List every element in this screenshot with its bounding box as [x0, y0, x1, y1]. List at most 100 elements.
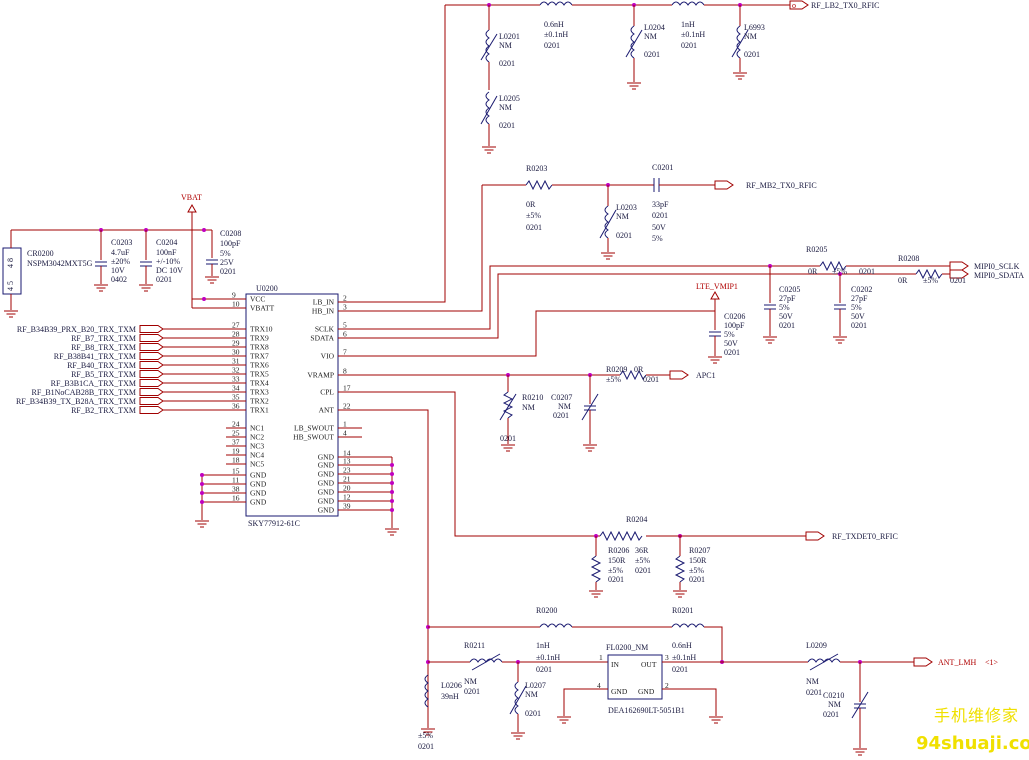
ic-pin-number: 27 [232, 321, 240, 330]
c0208-voltage: 25V [220, 258, 234, 267]
trx-port-flag: RF_B40_TRX_TXM [67, 361, 226, 370]
ic-pin-name: TRX6 [250, 361, 269, 370]
r0205-size: 0201 [859, 267, 875, 276]
trx-port-flag: RF_B8_TRX_TXM [71, 343, 226, 352]
c0206-capacitor: C0206 100pF 5% 50V 0201 [707, 312, 745, 364]
fl0200-gnd1: GND [611, 687, 628, 696]
c0205-size: 0201 [779, 321, 795, 330]
l0203-inductor: L0203 NM 0201 [599, 185, 637, 260]
r0211-value: NM [464, 677, 477, 686]
mipi-sclk-net: MIPI0_SCLK [974, 262, 1020, 271]
ic-pin-right: 2LB_IN [313, 294, 362, 307]
ic-pin-number: 4 [343, 429, 347, 438]
ic-pin-number: 13 [343, 457, 351, 466]
ltop2-value: 1nH [681, 20, 695, 29]
l0209-value: NM [806, 677, 819, 686]
ic-part-number: SKY77912-61C [248, 519, 300, 528]
ic-pin-number: 6 [343, 330, 347, 339]
c0208-capacitor: C0208 100pF 5% 25V 0201 [204, 229, 241, 284]
ic-pin-left: 27 TRX10 [226, 321, 273, 334]
l0204-ref: L0204 [644, 23, 665, 32]
l0209-size: 0201 [806, 688, 822, 697]
ic-pin-number: 22 [343, 402, 351, 411]
r0203-value: 0R [526, 200, 536, 209]
r0211-ref: R0211 [464, 641, 485, 650]
trx-port-flag: RF_B34B39_PRX_B20_TRX_TXM [17, 325, 226, 334]
c0201-value: 33pF [652, 200, 669, 209]
ic-pin-name: GND [250, 480, 267, 489]
ic-pin-number: 11 [232, 476, 239, 485]
ic-pin-number: 14 [343, 449, 351, 458]
ic-pin-number: 28 [232, 330, 240, 339]
trx-port-flag: RF_B1NoCAB28B_TRX_TXM [32, 388, 226, 397]
ic-pin-number: 8 [343, 367, 347, 376]
r0205-ref: R0205 [806, 245, 827, 254]
ant-sheet-ref: <1> [985, 658, 999, 667]
ic-pin-number: 38 [232, 485, 240, 494]
ic-pin-left: 11 GND [202, 476, 267, 489]
l0207-ref: L0207 [525, 681, 546, 690]
ic-pin-number: 1 [343, 420, 347, 429]
ic-pin-name: NC5 [250, 460, 264, 469]
c0206-size: 0201 [724, 348, 740, 357]
trx-port-flag: RF_B7_TRX_TXM [71, 334, 226, 343]
ic-pin-left: 18 NC5 [226, 456, 264, 469]
r0203-tol: ±5% [526, 211, 541, 220]
rf-mb2-net: RF_MB2_TX0_RFIC [746, 181, 817, 190]
r0207-size: 0201 [689, 575, 705, 584]
l0206-size: 0201 [418, 742, 434, 751]
c0201-tol: 5% [652, 234, 663, 243]
fl0200-pin4: 4 [597, 681, 601, 690]
ic-pin-name: VBATT [250, 304, 275, 313]
trx-port-flag: RF_B2_TRX_TXM [71, 406, 226, 415]
c0201-capacitor: C0201 33pF 0201 50V 5% [652, 163, 673, 243]
ic-pin-name: TRX2 [250, 397, 269, 406]
l0207-value: NM [525, 690, 538, 699]
fl0200-ref: FL0200_NM [606, 643, 648, 652]
fl0200-in: IN [611, 660, 619, 669]
l0203-size: 0201 [616, 231, 632, 240]
l6993-value: NM [744, 32, 757, 41]
l0205-inductor: L0205 NM 0201 [480, 91, 520, 154]
ic-pin-number: 18 [232, 456, 240, 465]
c0205-capacitor: C0205 27pF 5% 50V 0201 [762, 266, 800, 344]
r0206-size: 0201 [608, 575, 624, 584]
c0204-capacitor: C0204 100nF +/-10% DC 10V 0201 [138, 230, 183, 292]
ic-pin-name: GND [318, 470, 335, 479]
mipi-sdata-net: MIPI0_SDATA [974, 271, 1024, 280]
ic-pin-name: GND [318, 461, 335, 470]
ic-pin-number: 9 [232, 291, 236, 300]
ic-pin-name: GND [318, 506, 335, 515]
cr0200-ref: CR0200 [27, 249, 54, 258]
watermark-url: 94shuaji.com [916, 733, 1029, 754]
r0200-value: 1nH [536, 641, 550, 650]
r0205-value: 0R [808, 267, 818, 276]
ic-pin-right: 39 GND [318, 502, 392, 515]
ic-pin-name: GND [318, 497, 335, 506]
c0205-voltage: 50V [779, 312, 793, 321]
l0204-inductor: L0204 NM 0201 [625, 5, 665, 90]
c0204-voltage: DC 10V [156, 266, 183, 275]
l0201-inductor: L0201 NM 0201 [480, 5, 520, 90]
ic-pin-name: TRX10 [250, 325, 273, 334]
trx-net-label: RF_B7_TRX_TXM [71, 334, 136, 343]
r0201-ref: R0201 [672, 606, 693, 615]
apc1-net: APC1 [696, 371, 716, 380]
l0207-inductor: L0207 NM 0201 [509, 662, 546, 740]
l0203-value: NM [616, 212, 629, 221]
l6993-size: 0201 [744, 50, 760, 59]
ic-pin-number: 39 [343, 502, 351, 511]
r0204-value: 36R [635, 546, 649, 555]
l0201-ref: L0201 [499, 32, 520, 41]
